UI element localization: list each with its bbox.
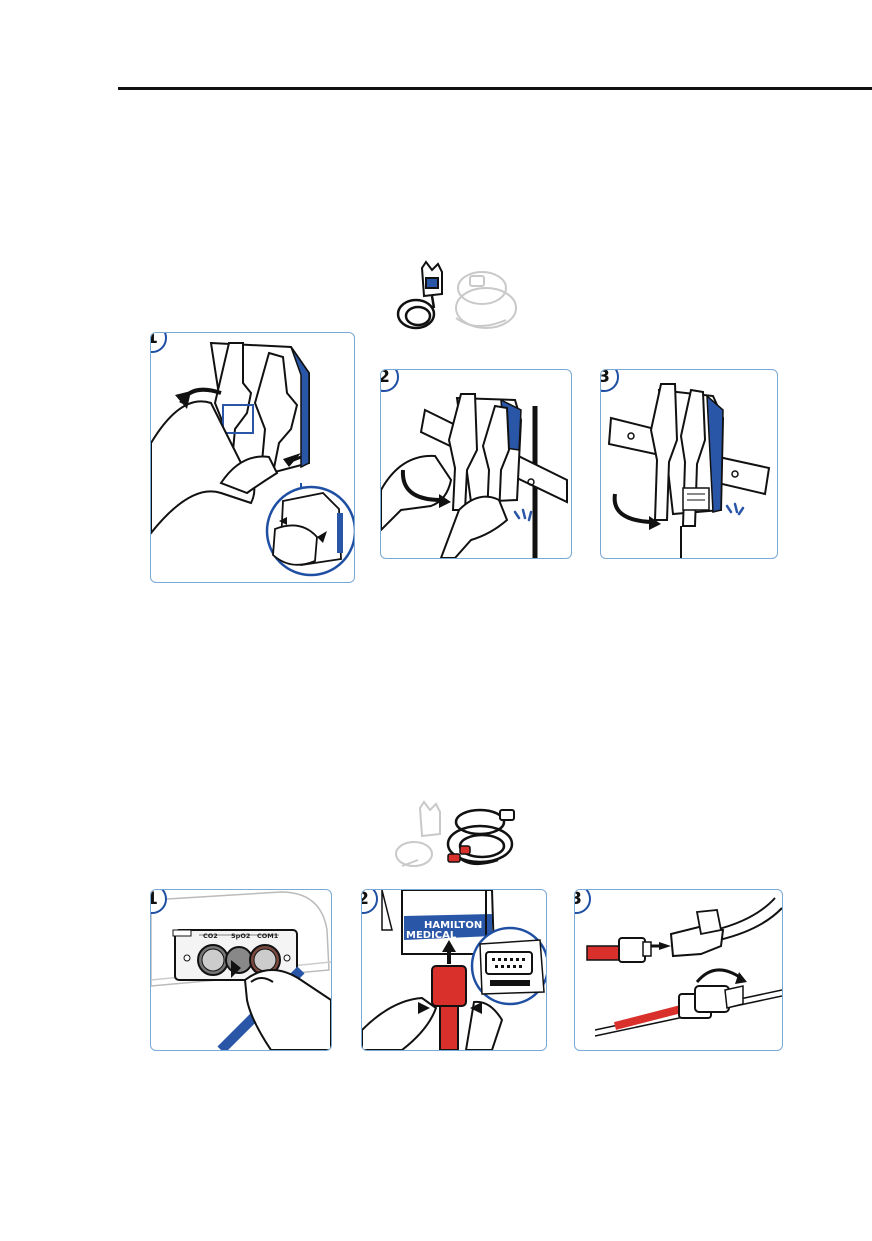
clip-attach-illustration: [151, 341, 354, 577]
adapter-overview-illustration: [386, 258, 526, 338]
sensor-port-illustration: CO2 SpO2 COM1: [151, 891, 331, 1050]
bottom-step-3-panel: 3: [574, 889, 783, 1051]
port-label-com1: COM1: [257, 932, 279, 940]
cable-couple-illustration: [586, 897, 782, 1037]
clip-slide-rail-illustration: [381, 393, 568, 558]
top-step-3-panel: 3: [600, 369, 778, 559]
port-label-spo2: SpO2: [231, 932, 250, 940]
sensor-cable-overview-illustration: [388, 800, 524, 876]
port-label-co2: CO2: [203, 932, 218, 940]
brand-line-1: HAMILTON: [424, 920, 482, 931]
clip-lock-illustration: [607, 383, 771, 558]
top-step-2-panel: 2: [380, 369, 572, 559]
bottom-step-2-panel: HAMILTON MEDICAL 2: [361, 889, 547, 1051]
click-indicator-icon: [725, 502, 745, 516]
header-rule: [118, 87, 872, 90]
brand-line-2: MEDICAL: [406, 930, 457, 941]
click-indicator-icon: [513, 508, 533, 522]
bottom-step-1-panel: CO2 SpO2 COM1 1: [150, 889, 332, 1051]
top-step-1-panel: 1: [150, 332, 355, 583]
adapter-connect-illustration: HAMILTON MEDICAL: [362, 890, 546, 1050]
